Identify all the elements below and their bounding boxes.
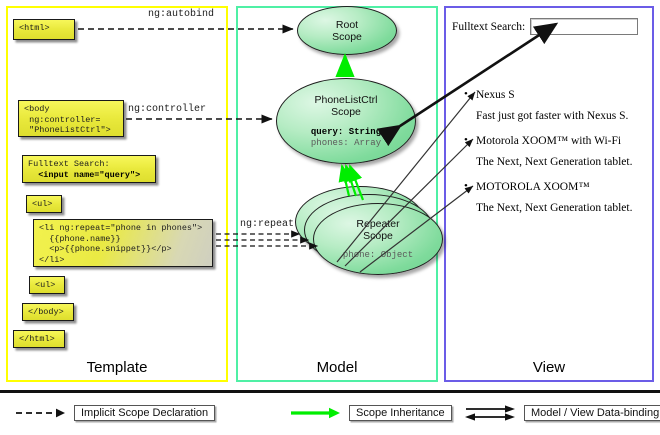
- scope-prop-phone: phone: Object: [342, 249, 414, 260]
- scope-prop-query: query: String: [310, 126, 382, 137]
- view-phone-item: Nexus S Fast just got faster with Nexus …: [464, 88, 646, 122]
- legend-label: Implicit Scope Declaration: [74, 405, 216, 421]
- green-arrow-icon: [291, 407, 340, 419]
- legend-label: Scope Inheritance: [349, 405, 452, 421]
- edge-label-ng-controller: ng:controller: [128, 104, 207, 115]
- view-search-row: Fulltext Search:: [452, 18, 648, 35]
- scope-root: Root Scope: [297, 6, 397, 55]
- legend-label: Model / View Data-binding: [524, 405, 660, 421]
- scope-root-title-1: Root: [335, 18, 359, 31]
- view-phone-snippet: The Next, Next Generation tablet.: [476, 156, 633, 168]
- legend-divider: [0, 390, 660, 393]
- column-template: Template: [6, 6, 228, 382]
- scope-phonelistctrl-title-2: Scope: [331, 105, 361, 118]
- code-box-ul-open: <ul>: [26, 195, 62, 213]
- code-box-fulltext-search: Fulltext Search: <input name="query">: [22, 155, 156, 183]
- code-box-html-close: </html>: [13, 330, 65, 348]
- dashed-arrow-icon: [16, 408, 65, 418]
- code-box-ul-close: <ul>: [29, 276, 65, 294]
- view-phone-snippet: The Next, Next Generation tablet.: [476, 202, 633, 214]
- column-label-view: View: [532, 359, 566, 376]
- scope-repeater: Repeater Scope phone: Object: [313, 203, 443, 275]
- legend: Implicit Scope Declaration Scope Inherit…: [0, 398, 660, 435]
- view-phone-item: Motorola XOOM™ with Wi-Fi The Next, Next…: [464, 134, 646, 168]
- code-box-html: <html>: [13, 19, 75, 40]
- code-box-li-repeat: <li ng:repeat="phone in phones"> {{phone…: [33, 219, 213, 267]
- legend-item-model-view-data-binding: Model / View Data-binding: [464, 404, 660, 422]
- scope-repeater-title-2: Scope: [363, 229, 393, 242]
- scope-phonelistctrl-title-1: PhoneListCtrl: [314, 93, 378, 106]
- scope-prop-phones: phones: Array: [310, 137, 382, 148]
- code-box-search-line2: <input name="query">: [38, 169, 141, 180]
- view-phone-item: MOTOROLA XOOM™ The Next, Next Generation…: [464, 180, 646, 214]
- column-label-template: Template: [86, 359, 148, 376]
- view-panel-content: Fulltext Search: Nexus S Fast just got f…: [452, 13, 648, 353]
- scope-root-title-2: Scope: [332, 30, 362, 43]
- view-phone-name: MOTOROLA XOOM™: [464, 180, 646, 193]
- edge-label-ng-repeat: ng:repeat: [240, 219, 295, 230]
- view-phone-name: Nexus S: [464, 88, 646, 101]
- code-box-body: <body ng:controller= "PhoneListCtrl">: [18, 100, 124, 137]
- column-label-model: Model: [316, 359, 358, 376]
- double-arrow-icon: [465, 405, 515, 421]
- code-box-search-line1: Fulltext Search:: [28, 159, 110, 169]
- scope-phonelistctrl: PhoneListCtrl Scope query: String phones…: [276, 78, 416, 164]
- code-box-body-close: </body>: [22, 303, 74, 321]
- view-phone-snippet: Fast just got faster with Nexus S.: [476, 110, 629, 122]
- legend-item-implicit-scope-declaration: Implicit Scope Declaration: [14, 404, 216, 422]
- view-phone-name: Motorola XOOM™ with Wi-Fi: [464, 134, 646, 147]
- view-search-input[interactable]: [530, 18, 639, 35]
- edge-label-ng-autobind: ng:autobind: [148, 9, 215, 20]
- scope-repeater-title-1: Repeater: [356, 217, 400, 230]
- view-search-label: Fulltext Search:: [452, 20, 526, 33]
- legend-item-scope-inheritance: Scope Inheritance: [289, 404, 452, 422]
